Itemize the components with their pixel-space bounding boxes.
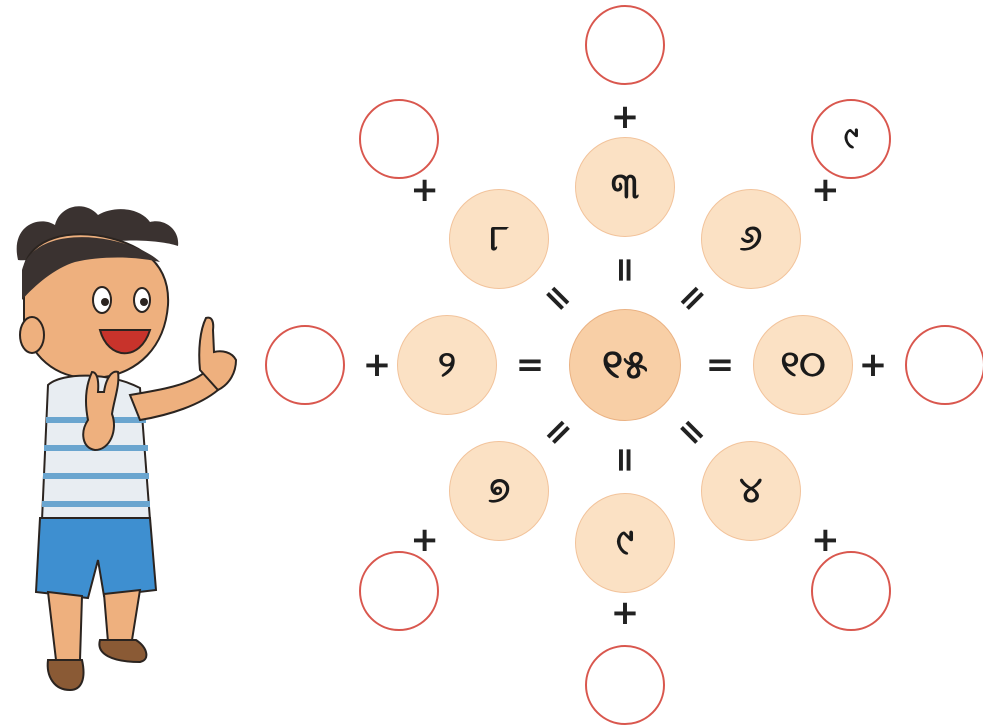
answer-circle-ne[interactable]: ୯ [811,99,891,179]
equals-sign-s: = [608,446,642,475]
inner-circle-e-value: ୧୦ [781,344,826,386]
boy-arm-raised [130,372,218,420]
inner-circle-e: ୧୦ [753,315,853,415]
answer-circle-e[interactable] [905,325,983,405]
inner-circle-nw: ୮ [449,189,549,289]
inner-circle-s-value: ୯ [616,522,634,564]
inner-circle-sw-value: ୭ [488,470,510,512]
plus-sign-nw: + [410,173,439,207]
plus-sign-sw: + [410,523,439,557]
answer-circle-nw[interactable] [359,99,439,179]
answer-circle-w[interactable] [265,325,345,405]
inner-circle-w-value: ୨ [438,344,456,386]
plus-sign-se: + [811,523,840,557]
answer-circle-sw[interactable] [359,551,439,631]
inner-circle-n: ୩ [575,137,675,237]
boy-shorts [36,518,156,598]
inner-circle-ne-value: ୬ [740,218,763,260]
plus-sign-s: + [611,596,640,630]
inner-circle-s: ୯ [575,493,675,593]
equals-sign-e: = [706,348,735,382]
answer-circle-s[interactable] [585,645,665,725]
inner-circle-nw-value: ୮ [490,218,509,260]
boy-leg-left [48,592,82,660]
inner-circle-ne: ୬ [701,189,801,289]
inner-circle-sw: ୭ [449,441,549,541]
inner-circle-se: ୪ [701,441,801,541]
plus-sign-w: + [363,348,392,382]
inner-circle-w: ୨ [397,315,497,415]
plus-sign-n: + [611,100,640,134]
boy-sandal-right [99,640,146,662]
answer-circle-se[interactable] [811,551,891,631]
equals-sign-n: = [608,256,642,285]
answer-circle-n[interactable] [585,5,665,85]
boy-ear [20,317,44,353]
equals-sign-w: = [516,348,545,382]
inner-circle-n-value: ୩ [611,166,639,208]
boy-sandal-left [48,660,84,690]
plus-sign-e: + [859,348,888,382]
inner-circle-se-value: ୪ [739,470,762,512]
center-circle-value: ୧୫ [602,342,648,388]
answer-circle-ne-value: ୯ [844,121,859,156]
boy-leg-right [104,590,140,642]
center-circle: ୧୫ [569,309,681,421]
plus-sign-ne: + [811,173,840,207]
